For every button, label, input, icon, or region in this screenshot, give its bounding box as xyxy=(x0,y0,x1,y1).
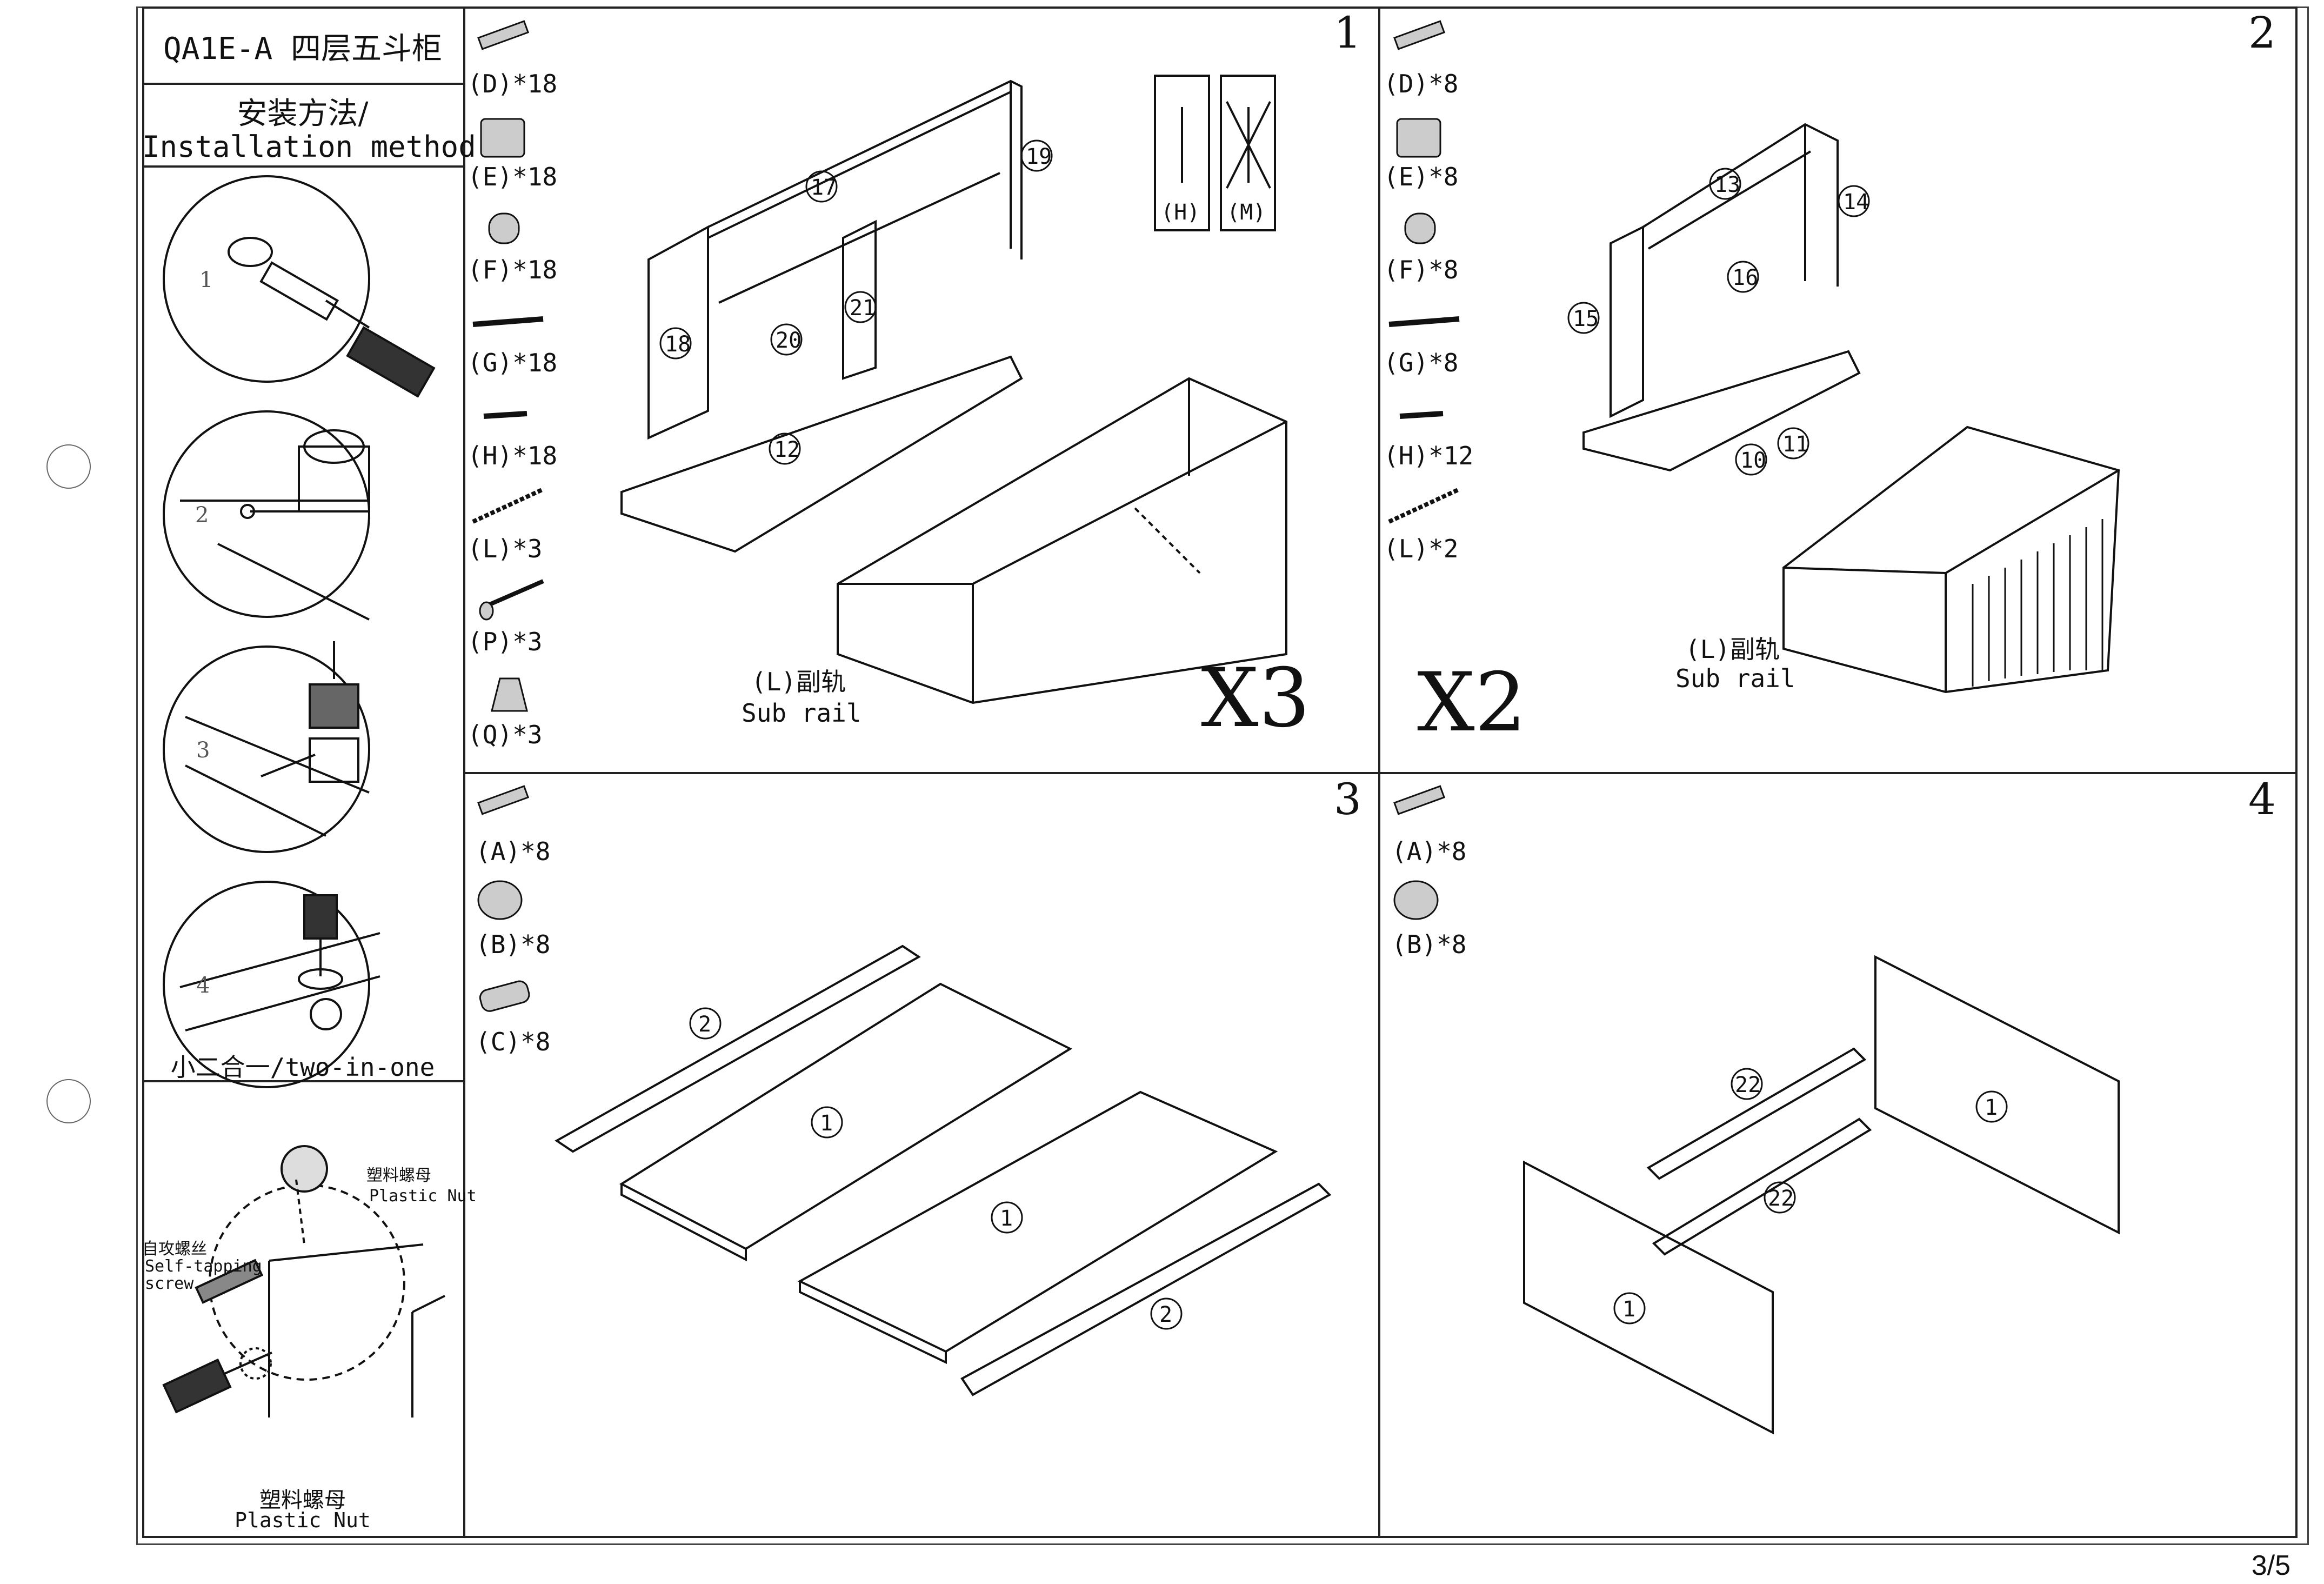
step-3-part-b: (B)*8 xyxy=(476,930,551,959)
row-divider xyxy=(463,772,2298,774)
step-1-part-e: (E)*18 xyxy=(468,162,558,191)
binder-hole-top xyxy=(46,444,91,489)
step-3-number: 3 xyxy=(1334,774,1361,824)
step-3-panel-2-bottom: 2 xyxy=(1159,1302,1172,1327)
step-1-part-g: (G)*18 xyxy=(468,348,558,377)
step-2-part-h: (H)*12 xyxy=(1384,441,1474,470)
screw-type-m: (M) xyxy=(1227,200,1266,225)
step-1-hardware-icons xyxy=(472,20,544,712)
screw-type-boxes xyxy=(1154,75,1276,231)
step-1-drawer-box-diagram: 17 18 19 20 21 12 xyxy=(620,79,1287,704)
step-1-multiplier: X3 xyxy=(1201,651,1311,746)
step-3-panel-1-top: 1 xyxy=(820,1111,833,1136)
plastic-nut-caption-en: Plastic Nut xyxy=(235,1508,371,1532)
sidebar-title-divider xyxy=(142,83,463,85)
step-3-panel-2-top: 2 xyxy=(698,1012,711,1037)
step-2-part-f: (F)*8 xyxy=(1384,255,1459,284)
step-4-part-b: (B)*8 xyxy=(1392,930,1467,959)
step-4-panel-1-left: 1 xyxy=(1622,1297,1635,1322)
method-title-cn: 安装方法/ xyxy=(237,96,369,131)
sidebar-step-3: 3 xyxy=(196,738,210,763)
two-in-one-diagrams: 1 2 3 4 xyxy=(163,175,436,1088)
step-4-part-a: (A)*8 xyxy=(1392,837,1467,866)
method-title-en: Installation method xyxy=(142,130,476,164)
step-2-panel-10: 10 xyxy=(1740,448,1766,473)
binder-hole-bottom xyxy=(46,1079,91,1123)
step-1-panel-17: 17 xyxy=(811,175,837,200)
step-1-part-p: (P)*3 xyxy=(468,627,543,656)
step-2-hardware-icons xyxy=(1388,20,1460,524)
sidebar-step-4: 4 xyxy=(196,973,210,998)
step-1-panel-18: 18 xyxy=(665,332,691,357)
step-4-number: 4 xyxy=(2248,774,2276,824)
step-2-multiplier: X2 xyxy=(1417,656,1527,750)
step-4-panel-1-right: 1 xyxy=(1985,1095,1998,1120)
model-title: QA1E-A 四层五斗柜 xyxy=(163,31,442,66)
step-3-part-a: (A)*8 xyxy=(476,837,551,866)
step-2-part-l: (L)*2 xyxy=(1384,534,1459,563)
step-2-panel-13: 13 xyxy=(1714,172,1740,197)
step-3-panel-1-bottom: 1 xyxy=(1000,1206,1013,1231)
step-2-part-e: (E)*8 xyxy=(1384,162,1459,191)
step-4-hardware-icons xyxy=(1393,785,1446,920)
step-1-panel-19: 19 xyxy=(1026,144,1052,169)
step-1-sub-rail-cn: (L)副轨 xyxy=(751,667,846,696)
step-1-part-d: (D)*18 xyxy=(468,69,558,98)
step-3-base-assembly-diagram: 2 1 1 2 xyxy=(555,944,1332,1396)
screw-type-h: (H) xyxy=(1161,200,1200,225)
step-3-part-c: (C)*8 xyxy=(476,1027,551,1056)
sidebar-step-2: 2 xyxy=(195,503,209,528)
step-2-panel-16: 16 xyxy=(1732,265,1758,290)
step-2-panel-15: 15 xyxy=(1573,307,1599,331)
step-1-part-h: (H)*18 xyxy=(468,441,558,470)
step-2-sub-rail-cn: (L)副轨 xyxy=(1685,635,1780,664)
step-1-sub-rail-en: Sub rail xyxy=(742,698,862,728)
step-2-panel-11: 11 xyxy=(1782,432,1808,457)
step-1-panel-12: 12 xyxy=(774,437,800,462)
step-2-panel-14: 14 xyxy=(1843,190,1869,215)
plastic-nut-label-cn: 塑料螺母 xyxy=(366,1166,431,1185)
self-tapping-label-cn: 自攻螺丝 xyxy=(142,1240,207,1259)
step-4-frame-assembly-diagram: 22 22 1 1 xyxy=(1523,955,2120,1435)
two-in-one-caption: 小二合一/two-in-one xyxy=(170,1053,435,1082)
plastic-nut-label-en: Plastic Nut xyxy=(369,1187,477,1206)
step-2-drawer-box-diagram: 13 14 15 16 10 11 xyxy=(1567,123,2120,694)
step-1-panel-20: 20 xyxy=(776,328,802,353)
step-1-part-q: (Q)*3 xyxy=(468,720,543,749)
step-1-number: 1 xyxy=(1334,8,1361,58)
sidebar-step-1: 1 xyxy=(199,268,213,292)
page-number: 3/5 xyxy=(2251,1550,2290,1581)
step-1-panel-21: 21 xyxy=(850,296,876,321)
sidebar-method-divider xyxy=(142,165,463,168)
step-2-number: 2 xyxy=(2248,8,2276,58)
step-2-part-g: (G)*8 xyxy=(1384,348,1459,377)
plastic-nut-caption-cn: 塑料螺母 xyxy=(259,1488,346,1513)
step-1-part-f: (F)*18 xyxy=(468,255,558,284)
self-tapping-label-en-1: Self-tapping xyxy=(145,1257,262,1276)
step-2-sub-rail-en: Sub rail xyxy=(1675,664,1795,693)
plastic-nut-detail-diagram: 塑料螺母 Plastic Nut 自攻螺丝 Self-tapping screw xyxy=(142,1145,477,1417)
step-3-hardware-icons xyxy=(477,785,530,1012)
self-tapping-label-en-2: screw xyxy=(145,1274,194,1293)
step-2-part-d: (D)*8 xyxy=(1384,69,1459,98)
step-1-part-l: (L)*3 xyxy=(468,534,543,563)
step-4-panel-22-bottom: 22 xyxy=(1768,1186,1794,1211)
step-4-panel-22-top: 22 xyxy=(1735,1073,1761,1097)
